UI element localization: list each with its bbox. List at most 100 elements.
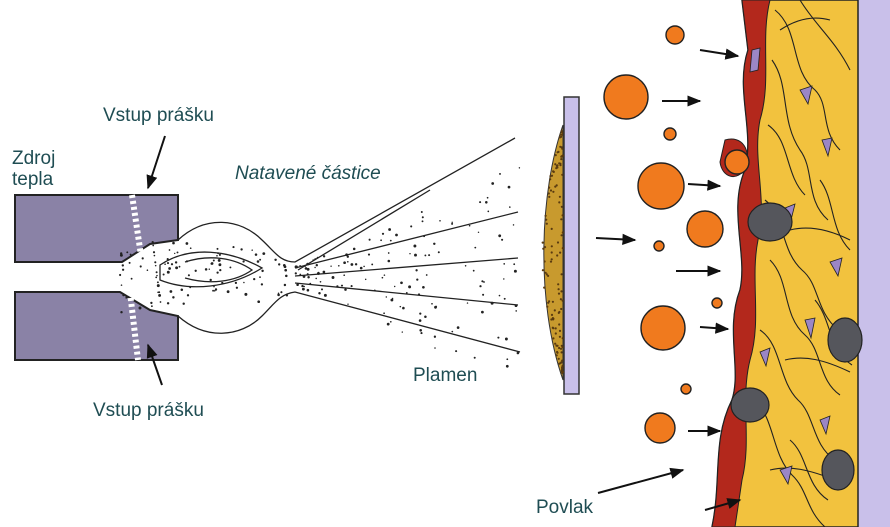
particle-icon: [219, 269, 221, 271]
particle-icon: [314, 258, 316, 260]
particle-icon: [382, 277, 384, 279]
particle-icon: [548, 187, 550, 189]
particle-icon: [286, 294, 288, 296]
particle-icon: [548, 300, 550, 302]
particle-icon: [299, 274, 301, 276]
particle-icon: [130, 254, 132, 256]
particle-icon: [562, 247, 564, 249]
particle-icon: [420, 332, 422, 334]
particle-icon: [556, 164, 558, 166]
particle-icon: [384, 274, 386, 276]
particle-icon: [491, 302, 494, 305]
particle-icon: [309, 283, 311, 285]
particle-icon: [261, 283, 263, 285]
particle-icon: [503, 278, 504, 279]
particle-icon: [409, 253, 410, 254]
particle-icon: [542, 269, 544, 271]
particle-icon: [561, 345, 563, 347]
particle-icon: [304, 265, 306, 267]
particle-icon: [216, 255, 218, 257]
particle-icon: [559, 196, 561, 198]
particle-icon: [559, 330, 561, 332]
particle-icon: [487, 211, 489, 213]
particle-icon: [314, 267, 315, 268]
particle-icon: [147, 269, 149, 271]
particle-icon: [560, 298, 562, 300]
particle-icon: [186, 242, 189, 245]
particle-icon: [558, 311, 560, 313]
particle-icon: [363, 266, 365, 268]
particle-icon: [168, 267, 171, 270]
particle-icon: [431, 303, 433, 305]
particle-icon: [562, 231, 564, 233]
particle-icon: [323, 271, 326, 274]
particle-icon: [555, 332, 557, 334]
particle-icon: [438, 251, 440, 253]
particle-icon: [167, 271, 170, 274]
particle-icon: [424, 254, 426, 256]
particle-icon: [561, 206, 563, 208]
particle-icon: [152, 241, 154, 243]
particle-icon: [552, 170, 554, 172]
particle-icon: [218, 263, 221, 266]
particle-icon: [557, 151, 559, 153]
particle-icon: [483, 281, 485, 283]
particle-icon: [451, 331, 453, 333]
particle-icon: [426, 274, 428, 276]
particle-icon: [303, 275, 306, 278]
particle-icon: [240, 248, 242, 250]
particle-icon: [365, 279, 366, 280]
particle-icon: [181, 288, 184, 291]
particle-icon: [284, 269, 287, 272]
particle-icon: [295, 265, 298, 268]
droplet-icon: [725, 150, 749, 174]
particle-icon: [555, 345, 557, 347]
particle-icon: [394, 286, 395, 287]
substrate: [858, 0, 890, 527]
particle-icon: [167, 258, 169, 260]
particle-icon: [416, 278, 418, 280]
particle-icon: [550, 261, 552, 263]
particle-icon: [434, 347, 436, 349]
particle-icon: [195, 270, 197, 272]
particle-icon: [163, 273, 165, 275]
particle-icon: [546, 273, 548, 275]
particle-icon: [351, 263, 354, 266]
particle-icon: [205, 268, 208, 271]
particle-icon: [172, 296, 174, 298]
particle-icon: [302, 288, 305, 291]
particle-icon: [561, 174, 563, 176]
particle-icon: [142, 257, 144, 259]
particle-icon: [543, 287, 545, 289]
particle-icon: [371, 263, 373, 265]
particle-icon: [390, 321, 392, 323]
particle-icon: [455, 350, 457, 352]
arrow-icon: [700, 50, 738, 56]
particle-icon: [551, 245, 553, 247]
coating-layer: [712, 0, 890, 527]
particle-icon: [167, 302, 169, 304]
particle-icon: [210, 263, 212, 265]
particle-icon: [242, 260, 244, 262]
particle-icon: [158, 291, 160, 293]
droplet-icon: [712, 298, 722, 308]
particle-icon: [187, 294, 189, 296]
particle-icon: [402, 307, 405, 310]
particle-icon: [415, 269, 417, 271]
particle-icon: [140, 265, 142, 267]
particle-icon: [513, 263, 515, 265]
particle-icon: [150, 302, 152, 304]
particle-icon: [555, 154, 557, 156]
particle-icon: [164, 263, 166, 265]
particle-icon: [253, 278, 255, 280]
particle-icon: [558, 293, 560, 295]
particle-icon: [121, 284, 123, 286]
shield-plate: [564, 97, 579, 394]
particle-icon: [216, 271, 218, 273]
particle-icon: [556, 354, 558, 356]
particle-icon: [227, 290, 230, 293]
droplet-icon: [666, 26, 684, 44]
particle-icon: [542, 248, 544, 250]
droplet-icon: [654, 241, 664, 251]
particle-icon: [550, 189, 552, 191]
